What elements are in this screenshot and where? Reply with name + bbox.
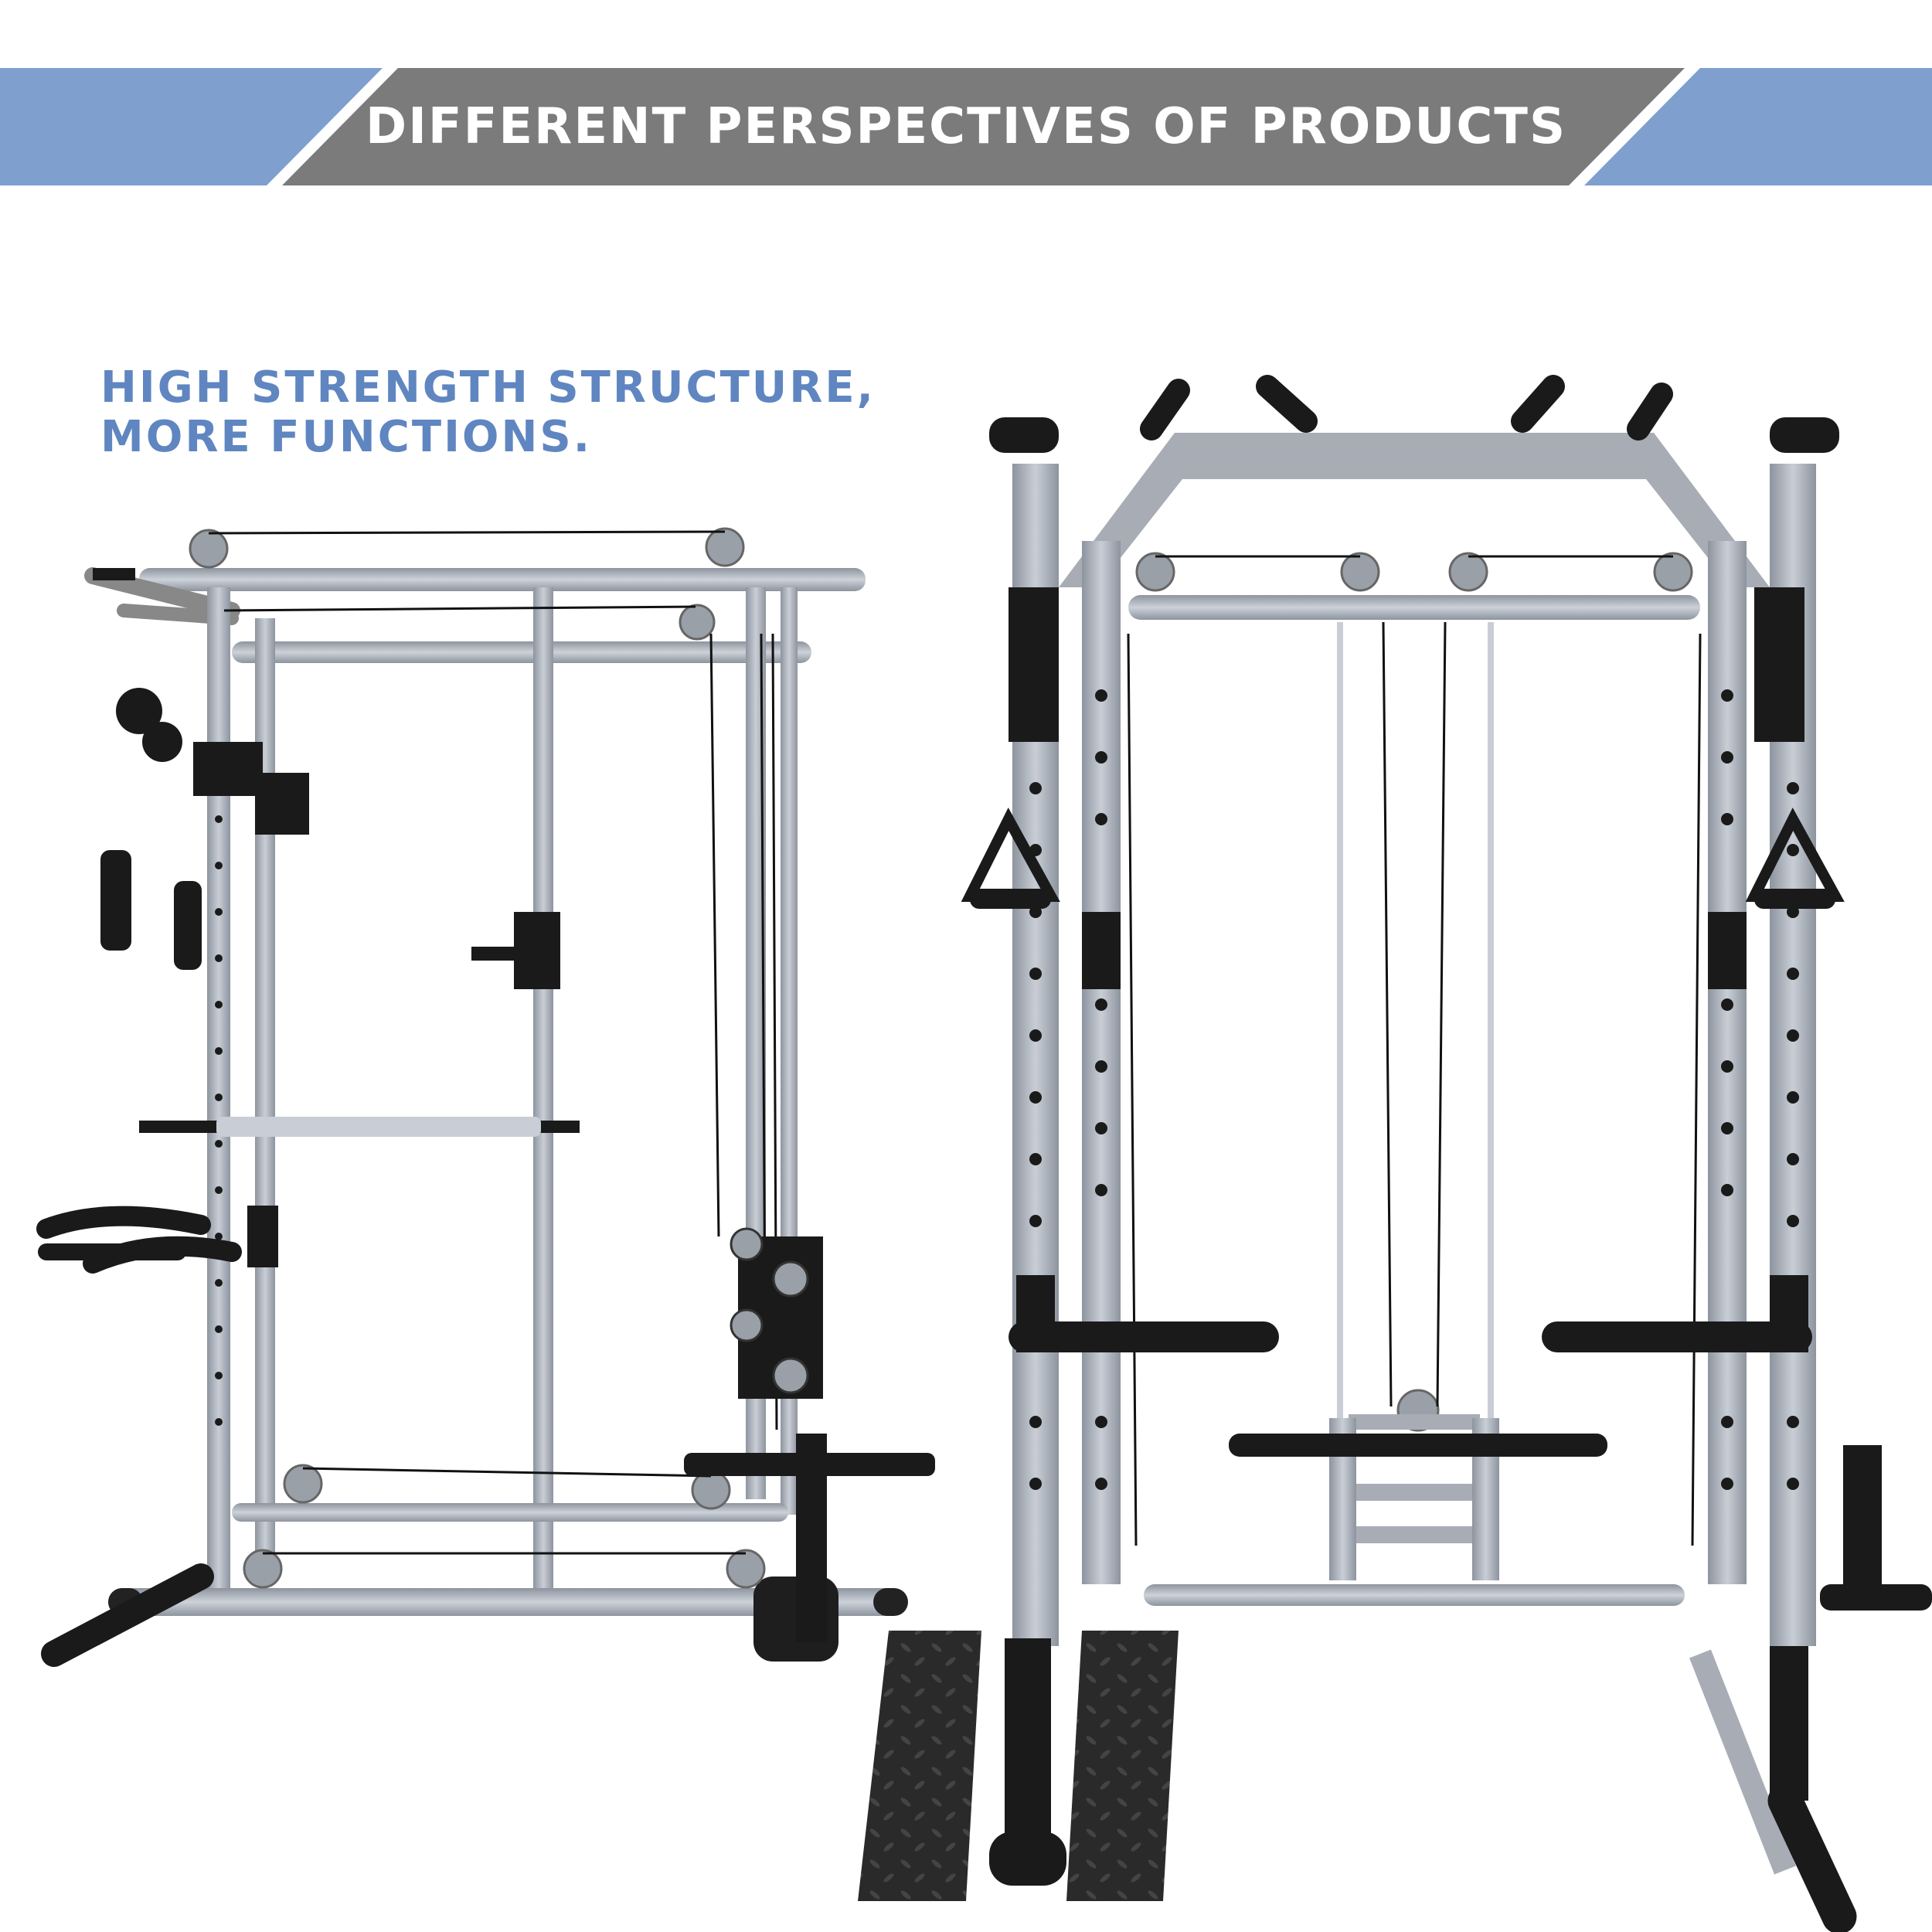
banner-left-accent [0,68,383,185]
header-banner [0,68,1932,185]
tagline-line-1: HIGH STRENGTH STRUCTURE, [100,362,876,413]
tagline: HIGH STRENGTH STRUCTURE, MORE FUNCTIONS. [100,363,876,462]
front-view-power-rack [858,375,1932,1932]
tagline-line-2: MORE FUNCTIONS. [100,412,593,462]
banner-title: DIFFERENT PERSPECTIVES OF PRODUCTS [365,98,1567,155]
banner-center-band [282,68,1685,185]
side-view-power-rack [36,527,935,1667]
banner-right-accent [1584,68,1932,185]
